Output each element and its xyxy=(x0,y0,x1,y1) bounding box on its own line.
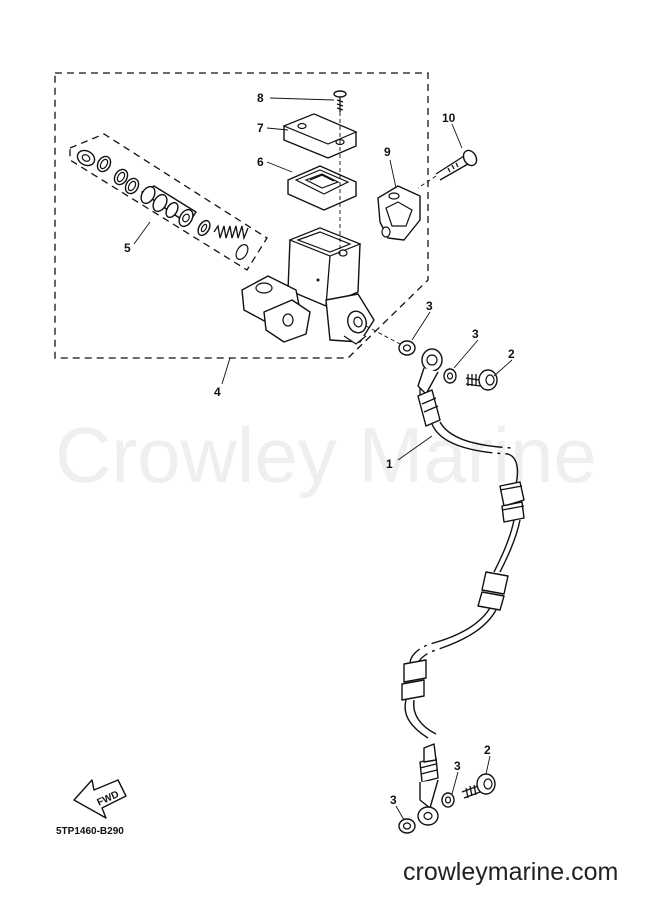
brake-hose xyxy=(401,388,525,783)
callout-hose: 1 xyxy=(386,457,393,471)
callout-cylinder-kit: 5 xyxy=(124,241,131,255)
callout-bolt-bottom: 2 xyxy=(484,743,491,757)
callout-cap: 7 xyxy=(257,121,264,135)
fwd-arrow-icon: FWD xyxy=(73,779,127,819)
callout-diaphragm: 6 xyxy=(257,155,264,169)
cap-part xyxy=(282,113,358,159)
diaphragm-part xyxy=(287,165,357,211)
callout-screw: 8 xyxy=(257,91,264,105)
callout-bolt-top: 2 xyxy=(508,347,515,361)
callout-gasket-c: 3 xyxy=(454,759,461,773)
holder-bolt-part xyxy=(417,149,478,189)
callout-gasket-d: 3 xyxy=(390,793,397,807)
holder-part xyxy=(377,185,421,241)
master-cylinder-assembly-boundary xyxy=(54,72,429,359)
callout-master-cylinder: 4 xyxy=(214,385,221,399)
callout-gasket-b: 3 xyxy=(472,327,479,341)
callout-holder-bolt: 10 xyxy=(442,111,456,125)
cylinder-kit-parts xyxy=(76,149,249,260)
website-text: crowleymarine.com xyxy=(403,858,618,886)
upper-banjo-fitting xyxy=(365,325,498,395)
diagram-code: 5TP1460-B290 xyxy=(56,826,124,837)
callout-gasket-a: 3 xyxy=(426,299,433,313)
cylinder-kit-boundary xyxy=(69,133,268,271)
lower-banjo-fitting xyxy=(398,773,496,834)
master-cylinder-body xyxy=(241,227,375,345)
callout-holder: 9 xyxy=(384,145,391,159)
screw-part xyxy=(333,90,347,112)
leader-lines xyxy=(133,97,513,821)
